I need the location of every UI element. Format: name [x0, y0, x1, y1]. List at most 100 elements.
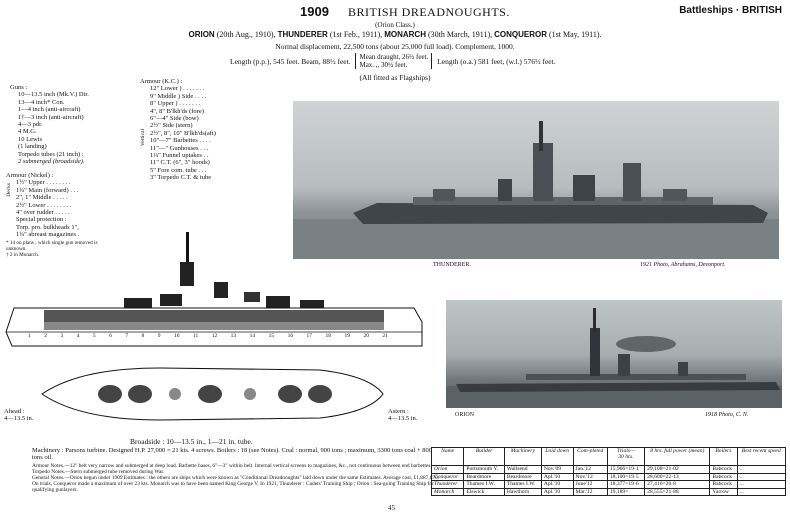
- deck-plan: [40, 366, 385, 422]
- armour-nickel-section: Armour (Nickel) : Decks 1½" Upper . . . …: [6, 172, 146, 258]
- column-header: Builder: [463, 447, 505, 466]
- armour-line: Special protection :: [16, 216, 67, 224]
- armour-kc-title: Armour (K.C.) :: [140, 78, 183, 85]
- table-cell: Apl.'10: [540, 472, 574, 482]
- launch-date: (20th Aug., 1910),: [216, 30, 276, 39]
- table-cell: ...: [736, 465, 787, 474]
- ship-name: ORION: [188, 30, 215, 39]
- guns-line: (1 landing): [18, 143, 47, 151]
- armour-line: 4", 8" B'lkh'ds (fore): [150, 107, 204, 115]
- compartment-number: 1: [28, 333, 31, 339]
- flagship-note: (All fitted as Flagships): [359, 73, 431, 82]
- armour-line: 2½", 8", 10" B'lkh'ds(aft): [150, 129, 216, 137]
- page-number: 45: [388, 504, 395, 512]
- mean-draught: Mean draught, 26½ feet.: [359, 53, 429, 61]
- guns-line: 4 M.G.: [18, 128, 37, 136]
- table-cell: Babcock: [709, 465, 738, 474]
- guns-line: 1†—3 inch (anti-aircraft): [18, 113, 84, 121]
- armour-line: 5" Fore com. tube . . .: [150, 166, 207, 174]
- photo-credit: 1921 Photo, Abrahams, Devonport.: [640, 262, 726, 268]
- armour-line: 1¼" Funnel uptakes . .: [150, 152, 209, 160]
- ship-profile-drawing: [5, 232, 423, 347]
- guns-list: 10—13.5 inch (Mk.V.) Dir. 13—4 inch* Con…: [10, 91, 150, 165]
- astern-guns: 4—13.5 in.: [388, 415, 418, 422]
- table-cell: Apl.'10: [540, 480, 574, 489]
- armour-nickel-list: Decks 1½" Upper . . . . . . . . 1¾" Main…: [6, 179, 146, 238]
- table-cell: Thames I.W.: [463, 480, 505, 489]
- table-row: Conqueror Beardmore Beardmore Apl.'10 No…: [430, 472, 787, 482]
- armour-line: 3" Torpedo C.T. & tube: [150, 174, 212, 182]
- column-header: Boilers: [709, 447, 738, 466]
- trials-label: Trials—: [616, 448, 635, 454]
- table-cell: Yarrow: [709, 487, 738, 497]
- orion-photo: [446, 300, 782, 408]
- table-cell: 18,100=19·5: [606, 472, 646, 482]
- table-cell: Jan.'12: [572, 465, 608, 474]
- compartment-number: 7: [125, 333, 129, 339]
- guns-title: Guns :: [10, 84, 28, 91]
- table-cell: 18,377=19·6: [606, 480, 646, 489]
- guns-line: 2 submerged (broadside).: [18, 158, 85, 166]
- table-cell: 29,108=21·02: [644, 465, 711, 474]
- ahead-fire: Ahead : 4—13.5 in.: [4, 408, 33, 422]
- table-cell: Monarch: [430, 487, 465, 497]
- ahead-guns: 4—13.5 in.: [4, 415, 34, 422]
- compartment-number: 15: [268, 333, 275, 339]
- armour-line: 2½" Lower . . . . . . . .: [16, 201, 72, 209]
- compartment-number: 14: [249, 333, 256, 339]
- table-cell: Beardmore: [503, 472, 542, 482]
- table-cell: Apl.'10: [540, 487, 574, 497]
- thunderer-photo: THUNDERER. 1921 Photo, Abrahams, Devonpo…: [293, 101, 779, 259]
- ship-name: THUNDERER: [277, 30, 328, 39]
- launch-date: (30th March, 1911),: [427, 30, 493, 39]
- armour-line: 1¾" abreast magazines .: [16, 231, 80, 239]
- armour-kc-list: Vertical 12" Lower ) . . . . . . . 9" Mi…: [140, 85, 280, 181]
- max-draught: Max. ,, 30½ feet.: [359, 61, 408, 69]
- dimensions: Length (p.p.), 545 feet. Beam, 88½ feet.…: [230, 53, 556, 69]
- page-title: BRITISH DREADNOUGHTS.: [348, 5, 510, 19]
- table-cell: Nov.'09: [540, 465, 574, 474]
- guns-section: Guns : 10—13.5 inch (Mk.V.) Dir. 13—4 in…: [10, 84, 150, 165]
- trials-table: Name Builder Machinery Laid down Com-ple…: [430, 447, 787, 497]
- table-cell: 28,555=21·88: [644, 487, 711, 497]
- table-cell: Orion: [430, 465, 465, 474]
- machinery-line: Machinery : Parsons turbine. Designed H.…: [32, 447, 432, 462]
- armour-line: 10"—7" Barbettes . . . .: [150, 137, 211, 145]
- armour-line: 11"—" Gunhouses . . .: [150, 144, 209, 152]
- torpedo-notes: Torpedo Notes.—Stern submerged tube remo…: [32, 469, 165, 475]
- general-notes: General Notes.—Orion begun under 1909 Es…: [32, 475, 440, 493]
- launch-date: (1st May, 1911).: [549, 30, 602, 39]
- compartment-numbers: 1 2 3 4 5 6 7 8 9 10 11 12 13 14 15 16 1…: [28, 333, 388, 339]
- table-cell: 28,600=22·13: [644, 472, 711, 482]
- armour-line: 8" Upper ) . . . . . . .: [150, 100, 201, 108]
- guns-line: 10—13.5 inch (Mk.V.) Dir.: [18, 91, 89, 99]
- compartment-number: 18: [325, 333, 332, 339]
- astern-fire: Astern : 4—13.5 in.: [388, 408, 417, 422]
- section-heading: Battleships · BRITISH: [679, 5, 782, 16]
- compartment-number: 20: [363, 333, 369, 339]
- table-row: Monarch Elswick Hawthorn Apl.'10 Mar.'12…: [430, 487, 787, 497]
- ship-name: MONARCH: [384, 30, 426, 39]
- photo-caption: ORION: [455, 412, 474, 418]
- table-row: Thunderer Thames I.W. Thames I.W. Apl.'1…: [430, 480, 787, 489]
- guns-line: 10 Lewis: [18, 135, 43, 143]
- compartment-number: 4: [76, 333, 80, 339]
- armour-line: 6"—4" Side (bow): [150, 115, 199, 123]
- length-pp: Length (p.p.), 545 feet. Beam, 88½ feet.: [230, 56, 351, 66]
- table-cell: June'12: [572, 480, 608, 489]
- year-heading: 1909: [300, 4, 329, 19]
- table-cell: Beardmore: [463, 472, 505, 482]
- table-cell: 15,966=19·1: [606, 465, 646, 474]
- decks-label: Decks: [6, 183, 12, 198]
- displacement-line: Normal displacement, 22,500 tons (about …: [275, 42, 515, 51]
- armour-kc-section: Armour (K.C.) : Vertical 12" Lower ) . .…: [140, 78, 280, 182]
- table-cell: 19,189=: [606, 487, 646, 497]
- compartment-number: 11: [192, 333, 199, 339]
- compartment-number: 6: [109, 333, 112, 339]
- table-cell: Hawthorn: [503, 487, 542, 497]
- compartment-number: 16: [287, 333, 294, 339]
- column-header: Best recent speed: [736, 447, 787, 466]
- armour-line: 1¾" Main (forward) . . .: [16, 186, 79, 194]
- compartment-number: 2: [44, 333, 47, 339]
- broadside-line: Broadside : 10—13.5 in., 1—21 in. tube.: [130, 437, 253, 446]
